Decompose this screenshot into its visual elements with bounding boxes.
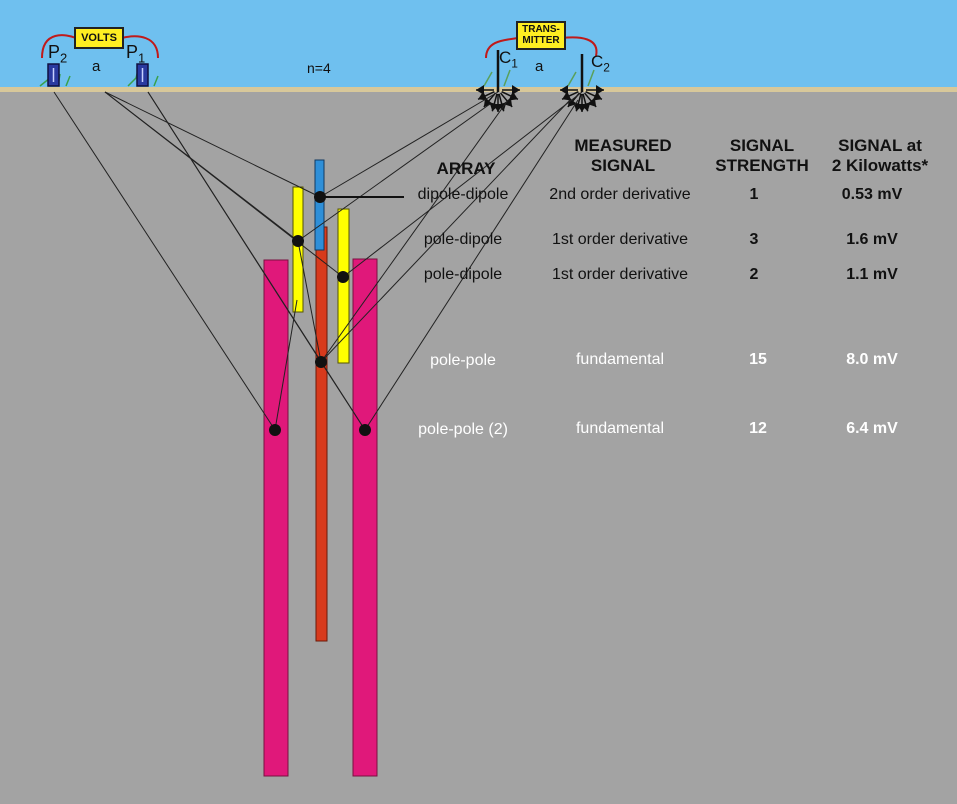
c2-arrow-arrowhead-0 <box>596 85 604 95</box>
spacing-a-left: a <box>92 58 101 75</box>
spacing-a-right: a <box>535 58 544 75</box>
magenta-conductor-right <box>352 258 378 777</box>
c2-label: C2 <box>591 52 610 75</box>
header-signal-strength: SIGNAL STRENGTH <box>715 136 809 175</box>
p1-label: P1 <box>126 42 146 66</box>
row-pole-pole-2-signal: 6.4 mV <box>846 420 898 437</box>
volts-label: VOLTS <box>81 32 117 44</box>
ray-paths <box>53 91 583 431</box>
row-pole-pole-array: pole-pole <box>430 352 496 369</box>
magenta-conductor-left <box>263 259 289 777</box>
row-dipole-dipole-array: dipole-dipole <box>417 186 509 203</box>
header-measured-signal: MEASURED SIGNAL <box>574 136 672 175</box>
row-pole-pole-2-array: pole-pole (2) <box>418 421 508 438</box>
header-signal-2kw: SIGNAL at 2 Kilowatts* <box>831 136 929 175</box>
c1-arrow-arrowhead-5 <box>489 102 500 112</box>
red-conductor <box>315 226 328 642</box>
transmitter-wire-left <box>485 37 519 59</box>
row-pole-dipole-1-measured: 1st order derivative <box>551 231 689 248</box>
row-pole-dipole-2-array: pole-dipole <box>423 266 503 283</box>
c1-arrow-arrowhead-8 <box>476 85 484 95</box>
c2-subscript: 2 <box>603 60 610 75</box>
point-pole-pole <box>315 356 327 368</box>
row-pole-dipole-1-signal: 1.6 mV <box>846 231 898 248</box>
point-pole-pole-2-left <box>269 424 281 436</box>
c2-arrow-arrowhead-8 <box>560 85 568 95</box>
c1-current-arrows <box>476 85 520 112</box>
c1-arrow-arrowhead-7 <box>478 91 488 101</box>
p2-label: P2 <box>48 42 68 66</box>
header-array: ARRAY <box>436 159 496 178</box>
yellow-conductor-left <box>292 186 304 313</box>
row-pole-pole-strength: 15 <box>749 351 767 368</box>
row-pole-dipole-2-measured: 1st order derivative <box>551 266 689 283</box>
volts-wire-right <box>121 35 159 59</box>
row-pole-dipole-2-signal: 1.1 mV <box>846 266 898 283</box>
subsurface <box>0 92 957 804</box>
transmitter-label-line1: TRANS- <box>522 24 560 35</box>
row-pole-pole-signal: 8.0 mV <box>846 351 898 368</box>
row-pole-pole-2-measured: fundamental <box>575 420 665 437</box>
transmitter-wire-right <box>561 36 598 57</box>
transmitter-box: TRANS- MITTER <box>516 21 566 50</box>
point-dipole-dipole <box>314 191 326 203</box>
p2-electrode <box>39 63 71 87</box>
row-pole-pole-measured: fundamental <box>575 351 665 368</box>
p1-subscript: 1 <box>138 50 146 66</box>
c2-arrow-arrowhead-5 <box>573 102 584 112</box>
point-pole-dipole-2 <box>337 271 349 283</box>
c1-subscript: 1 <box>511 56 518 71</box>
volts-meter: VOLTS <box>74 27 124 49</box>
c1-arrow-arrowhead-0 <box>512 85 520 95</box>
sky <box>0 0 957 87</box>
row-pole-pole-2-strength: 12 <box>749 420 767 437</box>
volts-wire-left <box>41 34 77 59</box>
c1-label: C1 <box>499 48 518 71</box>
yellow-conductor-right <box>337 208 350 364</box>
transmitter-label-line2: MITTER <box>522 35 560 46</box>
row-pole-dipole-1-strength: 3 <box>749 231 759 248</box>
p2-subscript: 2 <box>60 50 68 66</box>
row-dipole-dipole-signal: 0.53 mV <box>841 186 903 203</box>
separation-label: n=4 <box>307 60 331 76</box>
p1-electrode <box>127 63 159 87</box>
row-dipole-dipole-strength: 1 <box>749 186 759 203</box>
c2-arrow-arrowhead-7 <box>562 91 572 101</box>
c1-electrode <box>483 50 511 92</box>
blue-conductor <box>314 159 325 251</box>
row-pole-dipole-2-strength: 2 <box>749 266 759 283</box>
c2-electrode <box>567 54 595 92</box>
row-pole-dipole-1-array: pole-dipole <box>423 231 503 248</box>
row-dipole-dipole-measured: 2nd order derivative <box>549 186 691 203</box>
point-pole-pole-2-right <box>359 424 371 436</box>
point-pole-dipole-1 <box>292 235 304 247</box>
